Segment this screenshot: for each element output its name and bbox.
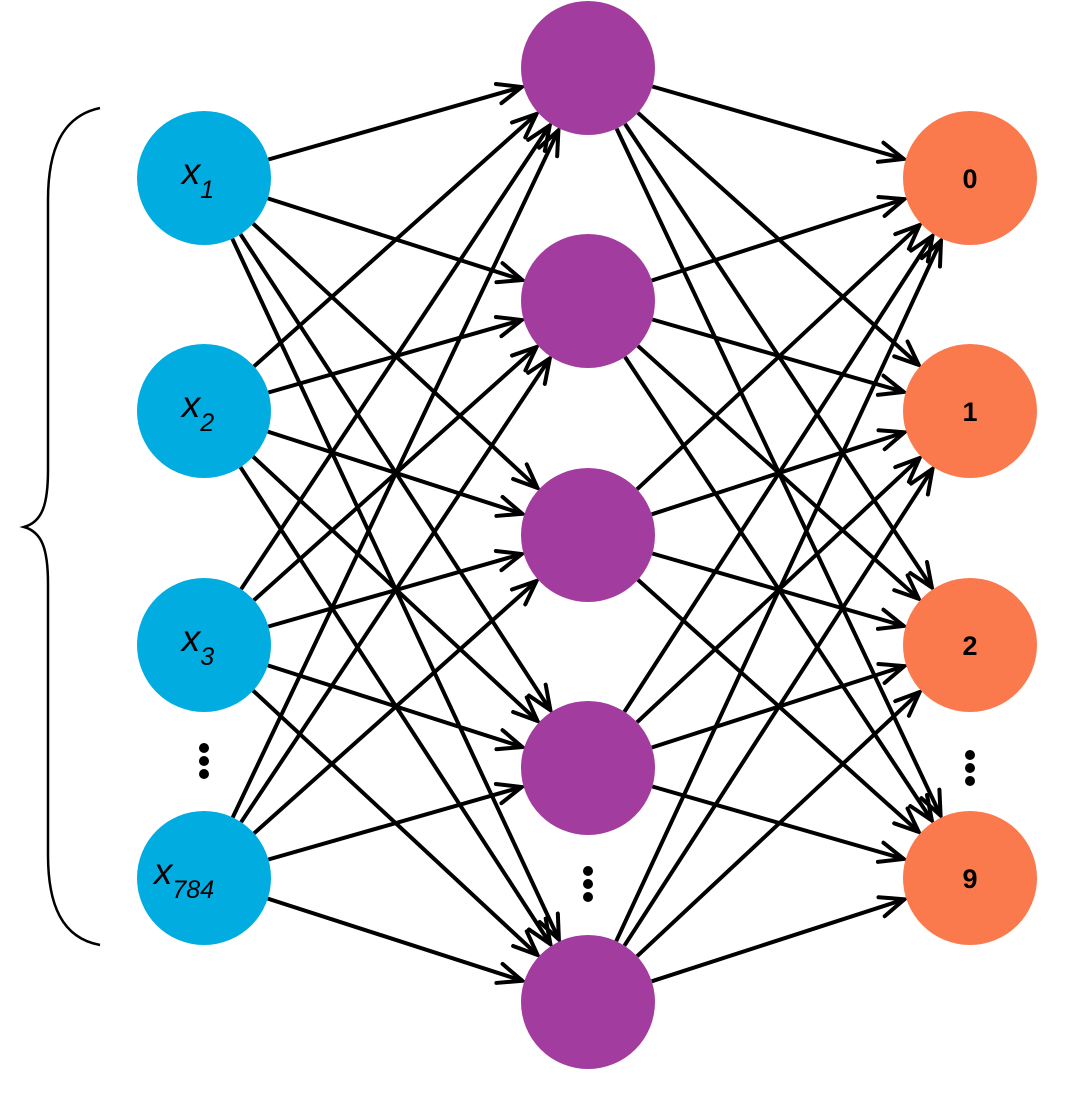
- input-node: [137, 111, 271, 245]
- edge-hidden-3-output-0: [622, 231, 936, 713]
- output-node: [903, 811, 1037, 945]
- edge-input-3-hidden-4: [267, 896, 528, 985]
- edge-hidden-0-output-0: [651, 84, 909, 164]
- output-node-label: 9: [962, 864, 977, 894]
- connection-edges: [230, 81, 944, 985]
- edge-input-3-hidden-1: [239, 354, 553, 824]
- ellipses: [199, 743, 975, 902]
- edge-hidden-1-output-0: [651, 194, 910, 283]
- output-node-label: 1: [962, 397, 977, 427]
- network-nodes: x1 x2 x3 x784 0 1 2 9: [137, 1, 1037, 1069]
- edge-input-3-hidden-2: [252, 577, 541, 835]
- hidden-node: [521, 234, 655, 368]
- edge-hidden-4-output-0: [614, 235, 944, 943]
- input-node: [137, 578, 271, 712]
- edge-input-3-hidden-0: [230, 125, 561, 819]
- hidden-ellipsis-icon: [583, 866, 593, 902]
- edge-hidden-2-output-0: [635, 221, 924, 491]
- edge-input-0-hidden-0: [267, 81, 527, 162]
- output-ellipsis-icon: [965, 750, 975, 786]
- input-node-label: x1: [180, 151, 214, 204]
- input-node-label: x2: [180, 384, 215, 437]
- edge-input-2-hidden-0: [239, 121, 553, 591]
- input-node-label: x3: [180, 618, 215, 671]
- output-node: [903, 344, 1037, 478]
- input-brace-icon: [19, 106, 101, 947]
- input-ellipsis-icon: [199, 743, 209, 779]
- output-node: [903, 578, 1037, 712]
- output-node-label: 0: [962, 164, 977, 194]
- input-node: [137, 811, 271, 945]
- edge-input-3-hidden-3: [267, 781, 527, 862]
- edge-hidden-4-output-3: [651, 895, 910, 984]
- hidden-node: [521, 468, 655, 602]
- edge-input-1-hidden-0: [252, 110, 541, 368]
- hidden-node: [521, 935, 655, 1069]
- input-node-label: x784: [152, 851, 214, 904]
- edge-hidden-4-output-2: [635, 688, 924, 958]
- input-node: [137, 344, 271, 478]
- output-node: [903, 111, 1037, 245]
- output-node-label: 2: [962, 631, 977, 661]
- hidden-node: [521, 1, 655, 135]
- hidden-node: [521, 701, 655, 835]
- edge-hidden-4-output-1: [622, 464, 936, 947]
